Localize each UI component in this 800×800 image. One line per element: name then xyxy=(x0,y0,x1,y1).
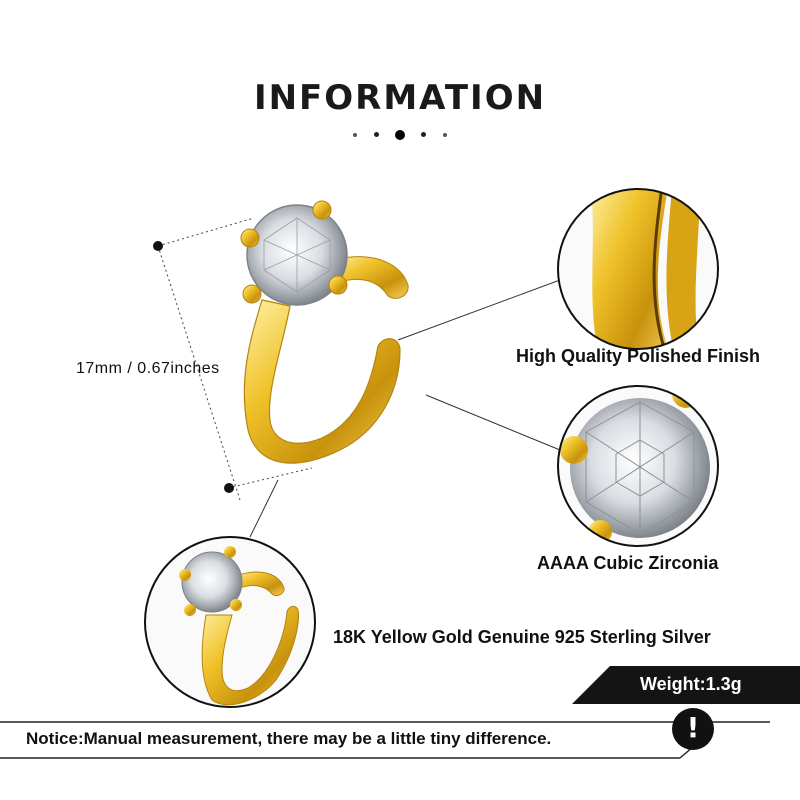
dot-4 xyxy=(421,132,427,138)
detail-polished-finish xyxy=(557,188,719,350)
weight-label: Weight:1.3g xyxy=(640,674,742,694)
dot-2 xyxy=(373,132,379,138)
feature-material-label: 18K Yellow Gold Genuine 925 Sterling Sil… xyxy=(333,627,711,647)
exclamation-glyph: ! xyxy=(686,711,700,744)
feature-finish-label: High Quality Polished Finish xyxy=(516,346,761,366)
page-title: INFORMATION xyxy=(253,78,547,118)
dot-5 xyxy=(442,132,447,137)
feature-stone-label: AAAA Cubic Zirconia xyxy=(537,553,719,573)
weight-banner-shape xyxy=(572,666,800,704)
dimension-lines xyxy=(157,217,313,501)
callout-lines xyxy=(249,279,561,538)
dot-1 xyxy=(353,132,358,137)
pagination-dots xyxy=(0,126,800,140)
dimension-endpoint-bottom xyxy=(224,483,234,493)
dimension-label: 17mm / 0.67inches xyxy=(76,360,220,377)
dot-3 xyxy=(395,129,405,140)
main-ring-image xyxy=(240,200,409,464)
detail-full-ring xyxy=(144,536,316,708)
dimension-endpoint-top xyxy=(153,241,163,251)
exclamation-icon: ! xyxy=(670,706,716,752)
notice-text: Notice:Manual measurement, there may be … xyxy=(26,729,552,748)
detail-cubic-zirconia xyxy=(557,385,719,547)
